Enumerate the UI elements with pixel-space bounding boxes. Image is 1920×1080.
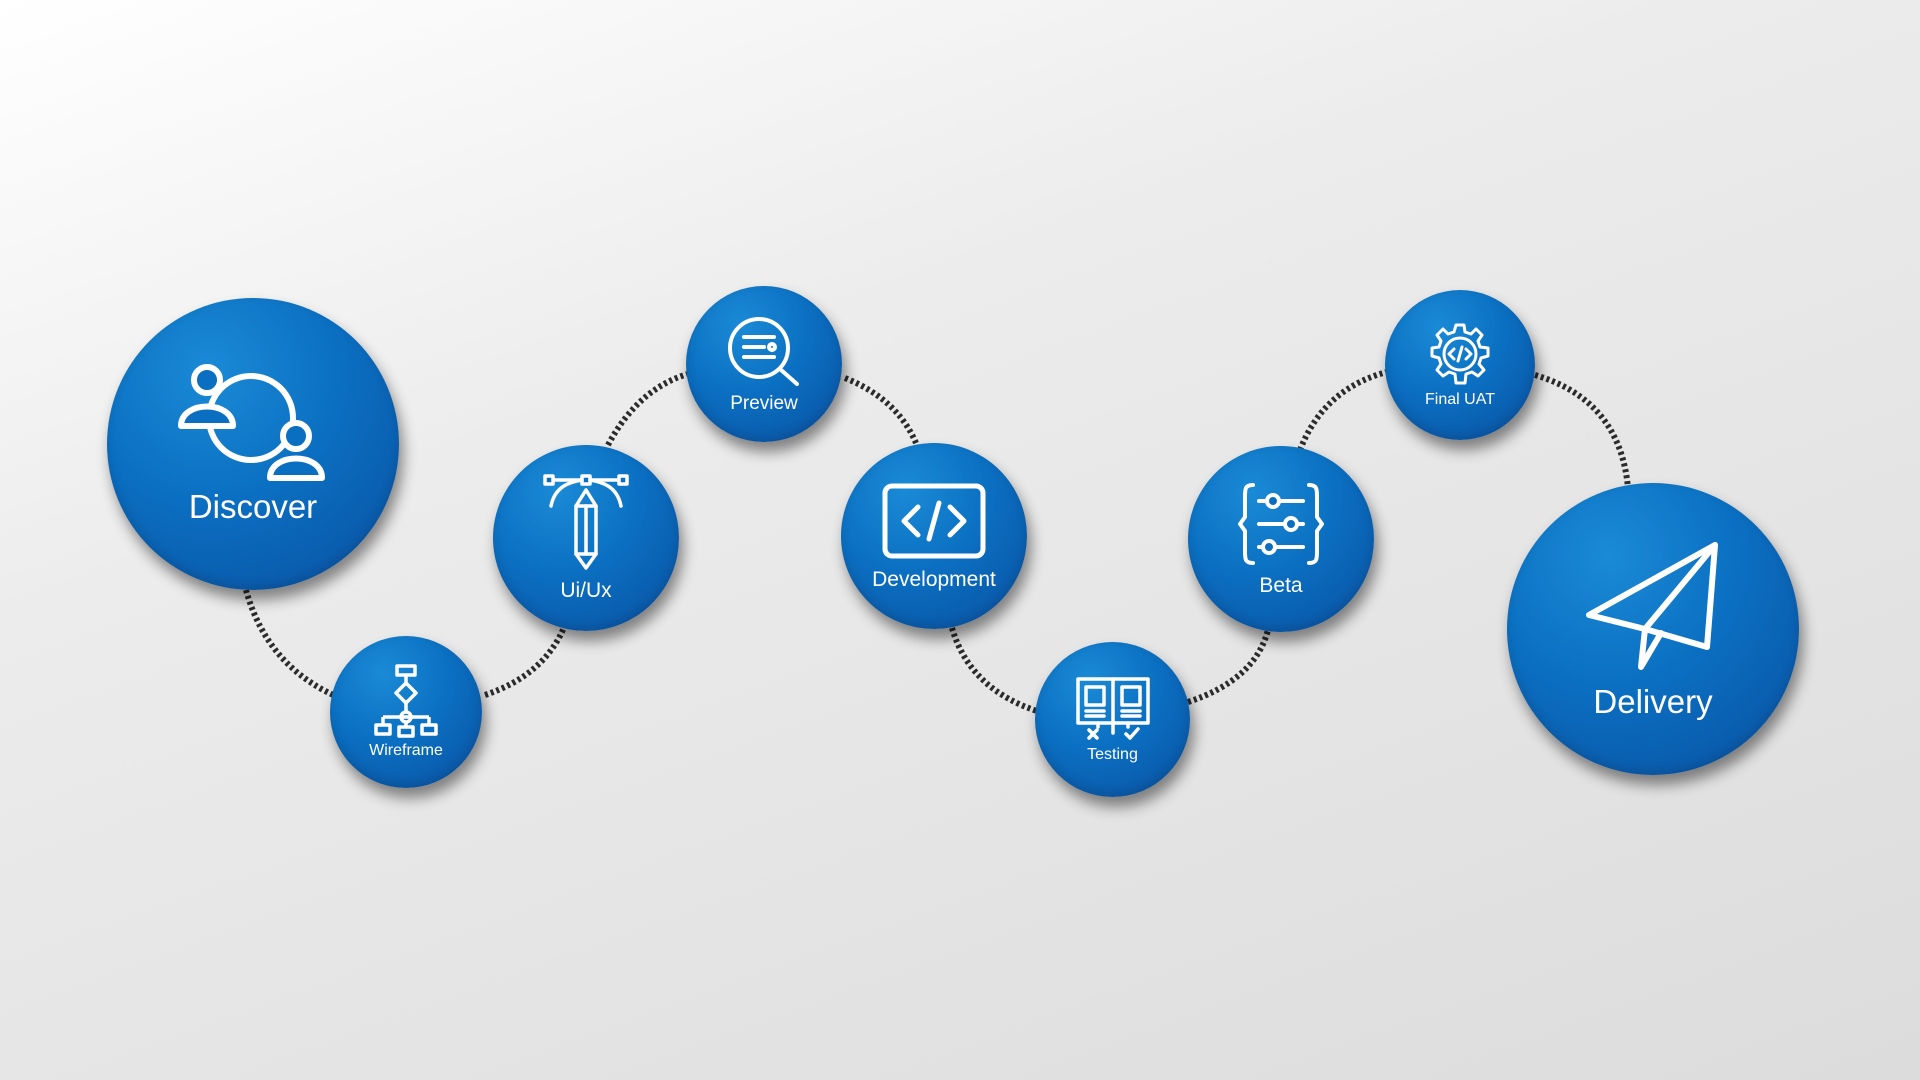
connector-uiux-preview [605, 369, 696, 447]
step-label: Final UAT [1425, 391, 1495, 408]
step-label: Discover [188, 487, 318, 525]
step-label: Testing [1087, 745, 1138, 763]
test-board-icon [1075, 676, 1150, 741]
connector-development-testing [949, 627, 1041, 715]
flowchart-icon [374, 664, 438, 738]
paper-plane-icon [1585, 541, 1721, 671]
step-preview[interactable]: Preview [686, 286, 842, 442]
step-discover[interactable]: Discover [107, 298, 399, 590]
connector-testing-beta [1187, 629, 1271, 705]
connector-beta-finaluat [1297, 367, 1396, 452]
step-label: Beta [1259, 573, 1303, 597]
step-label: Wireframe [369, 742, 443, 759]
connector-wireframe-uiux [484, 623, 568, 698]
step-label: Development [872, 567, 996, 591]
step-label: Ui/Ux [560, 578, 612, 602]
connector-discover-wireframe [243, 589, 347, 703]
sliders-braces-icon [1238, 482, 1324, 565]
step-label: Delivery [1593, 682, 1713, 720]
step-uiux[interactable]: Ui/Ux [493, 445, 679, 631]
step-wireframe[interactable]: Wireframe [330, 636, 482, 788]
connector-preview-development [843, 375, 921, 450]
gear-code-icon [1428, 322, 1492, 386]
magnifier-document-icon [723, 316, 805, 386]
pen-tool-icon [543, 473, 629, 570]
step-label: Preview [730, 392, 798, 414]
step-delivery[interactable]: Delivery [1507, 483, 1799, 775]
connector-finaluat-delivery [1534, 372, 1631, 489]
step-testing[interactable]: Testing [1035, 642, 1190, 797]
step-final-uat[interactable]: Final UAT [1385, 290, 1535, 440]
code-brackets-icon [882, 483, 986, 559]
step-beta[interactable]: Beta [1188, 446, 1374, 632]
users-network-icon [178, 363, 325, 481]
step-development[interactable]: Development [841, 443, 1027, 629]
